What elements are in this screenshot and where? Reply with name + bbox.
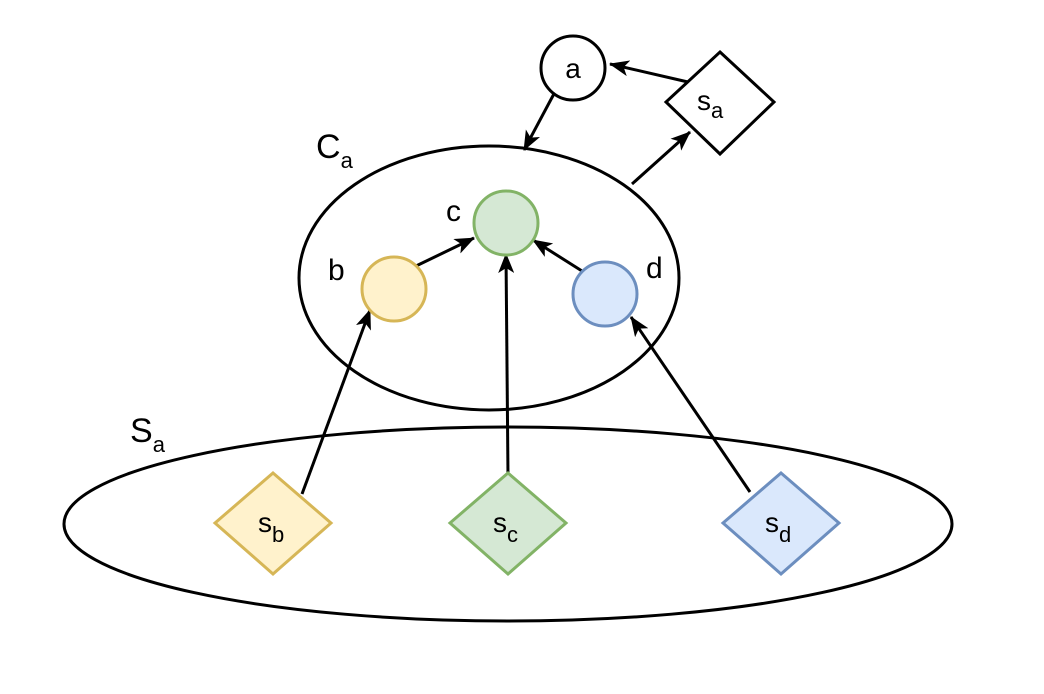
edge-ca-to-sa bbox=[630, 130, 692, 186]
node-sd: sd bbox=[720, 471, 842, 576]
node-c: c bbox=[446, 189, 540, 257]
node-b-label: b bbox=[328, 254, 345, 287]
node-sc-diamond bbox=[447, 471, 569, 576]
node-sd-label: sd bbox=[765, 507, 791, 547]
node-sc: sc bbox=[447, 471, 569, 576]
edge-sb-to-b bbox=[300, 309, 372, 495]
node-d-label: d bbox=[646, 252, 663, 285]
node-sb: sb bbox=[212, 471, 334, 576]
node-sa-diamond bbox=[663, 49, 777, 157]
edge-b-to-c bbox=[415, 236, 475, 268]
node-d: d bbox=[571, 252, 663, 328]
node-sb-main: s bbox=[258, 507, 272, 538]
ca-label-main: C bbox=[316, 128, 341, 166]
sa-label: Sa bbox=[130, 412, 166, 457]
ca-group-ellipse bbox=[297, 144, 681, 412]
node-sb-sub: b bbox=[272, 522, 284, 547]
node-sd-main: s bbox=[765, 507, 779, 538]
sa-label-sub: a bbox=[153, 432, 166, 457]
node-c-label: c bbox=[446, 195, 461, 228]
edge-d-to-c bbox=[532, 238, 583, 273]
edge-a-to-ca bbox=[522, 89, 558, 151]
node-c-circle bbox=[472, 189, 540, 257]
node-a: a bbox=[539, 34, 607, 102]
node-d-circle bbox=[571, 260, 639, 328]
node-sd-diamond bbox=[720, 471, 842, 576]
node-sb-label: sb bbox=[258, 507, 284, 547]
node-sa-main: s bbox=[697, 85, 711, 116]
node-sd-sub: d bbox=[779, 522, 791, 547]
node-sc-main: s bbox=[493, 507, 507, 538]
edge-sd-to-d bbox=[629, 316, 752, 493]
node-a-label: a bbox=[565, 53, 581, 84]
edge-sc-to-c bbox=[498, 253, 515, 477]
node-sc-label: sc bbox=[493, 507, 518, 547]
node-sa-sub: a bbox=[711, 98, 724, 123]
node-a-circle bbox=[539, 34, 607, 102]
ca-label-sub: a bbox=[341, 148, 354, 173]
node-sa: sa bbox=[663, 49, 777, 157]
sa-label-main: S bbox=[130, 412, 153, 450]
edge-sa-to-a bbox=[609, 60, 689, 84]
node-b-circle bbox=[360, 255, 428, 323]
node-b: b bbox=[328, 254, 428, 323]
ca-label: Ca bbox=[316, 128, 354, 173]
node-sb-diamond bbox=[212, 471, 334, 576]
node-sc-sub: c bbox=[507, 522, 518, 547]
node-sa-label: sa bbox=[697, 85, 724, 123]
